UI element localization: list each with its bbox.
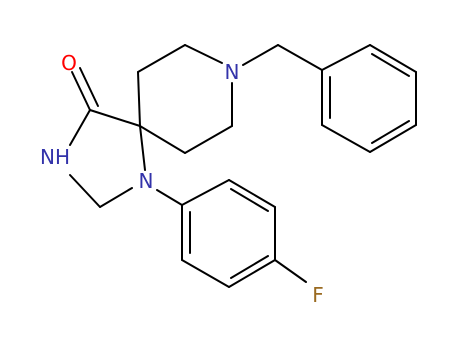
bond-ph2-2 bbox=[228, 179, 276, 208]
fluorine-label: F bbox=[312, 283, 324, 307]
bond-ph1-inner-2 bbox=[371, 120, 410, 144]
bond-benzyl-ch2-ring bbox=[277, 44, 323, 71]
bond-ph2-inner-1 bbox=[230, 188, 269, 212]
bond-ph2-inner-2 bbox=[230, 255, 269, 279]
oxygen-label: O bbox=[61, 51, 77, 75]
bond-ph1-2 bbox=[369, 44, 417, 73]
bond-ph2-5 bbox=[181, 259, 230, 288]
bond-c2-c3 bbox=[137, 44, 186, 73]
bond-ph1-1 bbox=[321, 44, 371, 71]
bond-n1-ch2 bbox=[99, 187, 133, 208]
nitrogen-nh-label: NH bbox=[40, 145, 70, 169]
nitrogen-piperidine-label: N bbox=[225, 60, 240, 84]
bond-c3-n3 bbox=[184, 44, 223, 64]
bond-nh-c-amide bbox=[69, 109, 91, 146]
bond-carbonyl-1 bbox=[71, 71, 91, 111]
bond-c6-spiro bbox=[139, 125, 186, 154]
bond-carbonyl-2 bbox=[79, 67, 99, 107]
bond-ph2-1 bbox=[181, 179, 230, 206]
bond-n3-benzyl-ch2 bbox=[242, 44, 279, 66]
bond-spiro-c2 bbox=[137, 71, 141, 127]
bond-c-f bbox=[274, 259, 307, 283]
bond-ph1-5 bbox=[321, 124, 371, 153]
bond-spiro-n1 bbox=[139, 125, 146, 171]
bond-ph1-inner-1 bbox=[371, 53, 410, 77]
bond-ch2-nh bbox=[69, 174, 101, 208]
bond-group bbox=[69, 44, 417, 288]
bond-n1-aryl bbox=[156, 189, 183, 206]
bond-c-amide-spiro bbox=[89, 109, 141, 127]
atom-label-group: O NH N N F bbox=[40, 51, 324, 307]
bond-c5-c6 bbox=[184, 125, 233, 154]
bond-ph2-4 bbox=[228, 259, 276, 288]
bond-ph1-4 bbox=[369, 124, 417, 153]
nitrogen-n1-label: N bbox=[139, 169, 154, 193]
